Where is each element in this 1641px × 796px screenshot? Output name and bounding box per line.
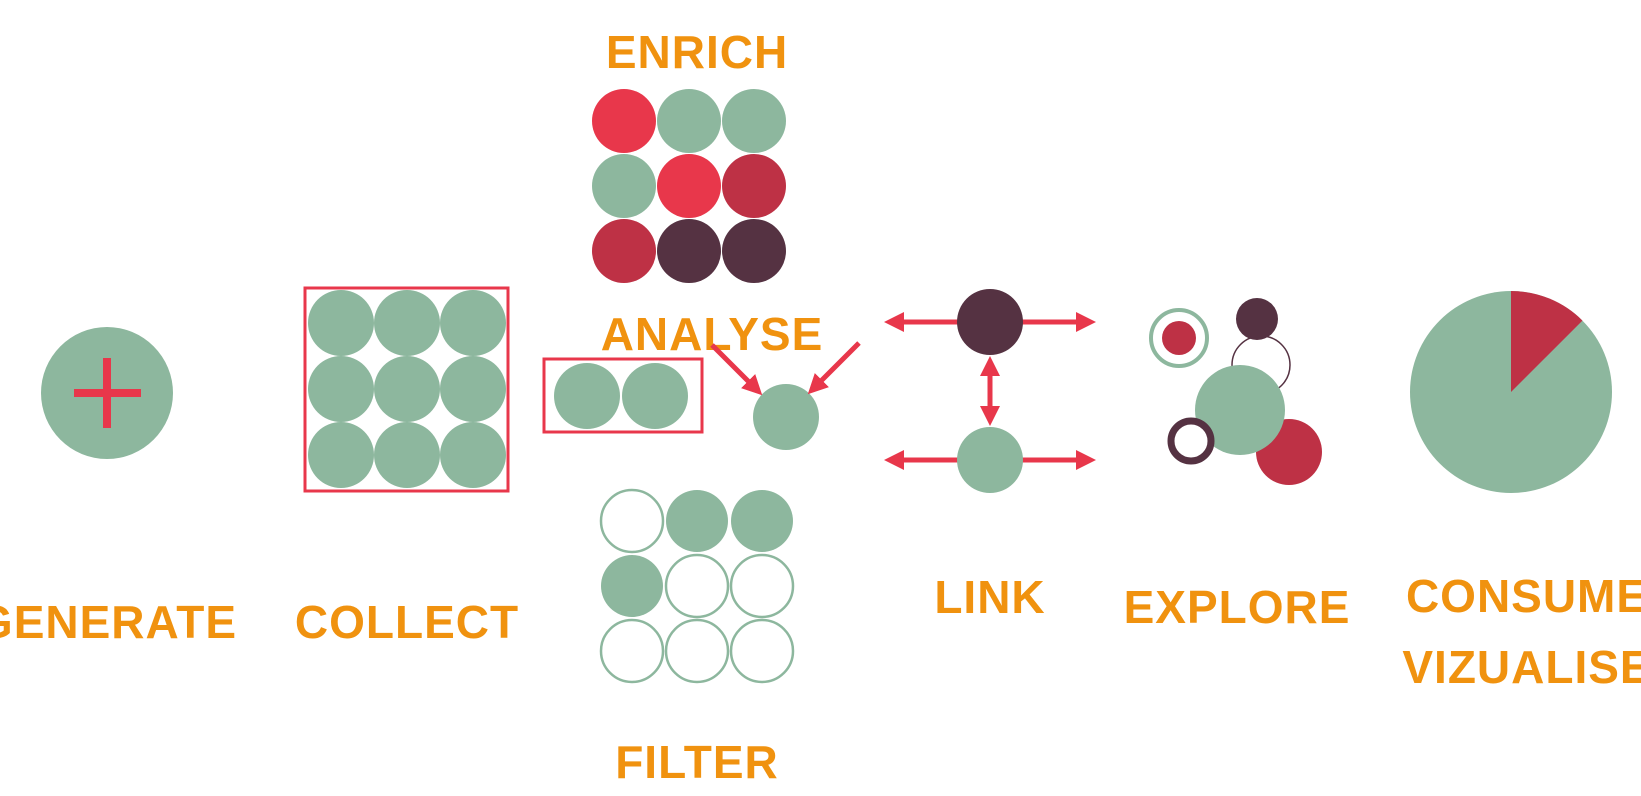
filter-circle-filled bbox=[666, 490, 728, 552]
enrich-circle bbox=[722, 89, 786, 153]
collect-circle bbox=[308, 422, 374, 488]
pie-icon bbox=[1410, 291, 1612, 493]
generate-stage: GENERATE bbox=[0, 327, 237, 648]
enrich-circle bbox=[592, 154, 656, 218]
link-label: LINK bbox=[934, 571, 1045, 623]
enrich-circle bbox=[722, 154, 786, 218]
collect-circle bbox=[374, 290, 440, 356]
filter-circle-empty bbox=[729, 553, 795, 619]
colored-grid-icon bbox=[592, 89, 786, 283]
collect-circle bbox=[440, 290, 506, 356]
filter-circle-filled bbox=[601, 555, 663, 617]
collect-circles bbox=[308, 290, 506, 488]
pie-slice bbox=[1511, 291, 1583, 392]
collect-label: COLLECT bbox=[295, 596, 519, 648]
consume-label: CONSUME bbox=[1406, 570, 1641, 622]
collect-circle bbox=[440, 422, 506, 488]
filter-circle-empty bbox=[664, 553, 730, 619]
collect-circle bbox=[374, 356, 440, 422]
filter-stage: FILTER bbox=[599, 488, 795, 788]
explore-stage: EXPLORE bbox=[1124, 298, 1351, 633]
enrich-stage: ENRICH bbox=[592, 26, 788, 283]
enrich-circle bbox=[722, 219, 786, 283]
linked-nodes-icon bbox=[884, 289, 1096, 493]
arrows-converge-icon bbox=[542, 341, 861, 450]
enrich-circle bbox=[592, 89, 656, 153]
filter-circle-empty bbox=[599, 618, 665, 684]
link-stage: LINK bbox=[884, 289, 1096, 623]
vizualise-label: VIZUALISE bbox=[1402, 641, 1641, 693]
explore-label: EXPLORE bbox=[1124, 581, 1351, 633]
enrich-circle bbox=[657, 219, 721, 283]
enrich-circle bbox=[592, 219, 656, 283]
collect-circle bbox=[440, 356, 506, 422]
collect-circle bbox=[308, 290, 374, 356]
collect-circle bbox=[374, 422, 440, 488]
filter-circle-filled bbox=[731, 490, 793, 552]
filter-circle-empty bbox=[729, 618, 795, 684]
grid-of-circles-icon bbox=[303, 286, 510, 493]
generate-label: GENERATE bbox=[0, 596, 237, 648]
filtered-grid-icon bbox=[599, 488, 795, 684]
filter-circle-empty bbox=[599, 488, 665, 554]
enrich-circle bbox=[657, 154, 721, 218]
collect-circle bbox=[308, 356, 374, 422]
plus-icon bbox=[41, 327, 173, 459]
scattered-circles-icon bbox=[1149, 298, 1322, 485]
enrich-label: ENRICH bbox=[606, 26, 788, 78]
collect-stage: COLLECT bbox=[295, 286, 519, 648]
analyse-stage: ANALYSE bbox=[542, 308, 861, 450]
enrich-circle bbox=[657, 89, 721, 153]
consume-stage: CONSUME VIZUALISE bbox=[1402, 291, 1641, 693]
filter-circle-empty bbox=[664, 618, 730, 684]
filter-label: FILTER bbox=[615, 736, 779, 788]
analyse-label: ANALYSE bbox=[601, 308, 824, 360]
